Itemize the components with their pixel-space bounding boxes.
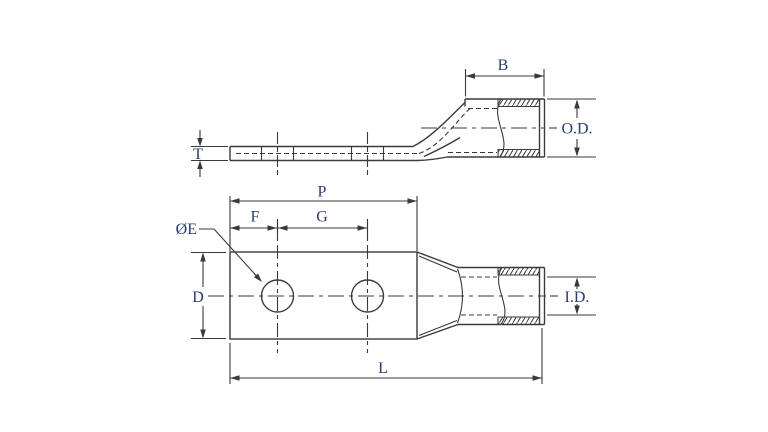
arrowhead-up bbox=[574, 99, 580, 109]
dimension-ID: I.D. bbox=[547, 276, 596, 316]
arrowhead-right bbox=[534, 73, 544, 79]
arrowhead-right bbox=[532, 375, 542, 381]
arrowhead-up bbox=[574, 277, 580, 287]
dimension-D: D bbox=[191, 251, 226, 340]
arrowhead-right bbox=[357, 225, 367, 231]
arrowhead-down bbox=[574, 305, 580, 315]
arrowhead-down bbox=[200, 329, 206, 339]
cone-outer-bottom bbox=[416, 323, 459, 340]
bend-bottom-curve bbox=[416, 156, 448, 162]
arrowhead-left bbox=[465, 73, 475, 79]
dim-label-F: F bbox=[251, 209, 260, 226]
cone-outer-top bbox=[416, 251, 459, 269]
dim-label-E: ØE bbox=[176, 221, 197, 238]
cone-inner-top bbox=[418, 255, 458, 273]
dimension-OD: O.D. bbox=[547, 98, 596, 158]
hatch-band-bottom bbox=[497, 149, 540, 158]
dimension-L: L bbox=[229, 328, 543, 384]
cone-inner-bottom bbox=[418, 319, 458, 337]
hatch-band-bottom bbox=[497, 316, 540, 325]
leader-arrowhead bbox=[253, 273, 262, 282]
arrowhead-up bbox=[197, 160, 203, 169]
callout-hole-diameter: ØE bbox=[176, 221, 262, 282]
dim-label-L: L bbox=[378, 360, 388, 377]
arrowhead-left bbox=[230, 198, 240, 204]
arrowhead-left bbox=[278, 225, 288, 231]
dimension-P: P bbox=[229, 184, 418, 251]
side-view: B O.D. T bbox=[191, 57, 596, 177]
arrowhead-left bbox=[230, 225, 240, 231]
arrowhead-down bbox=[574, 147, 580, 157]
plan-view: P F G ØE bbox=[176, 184, 596, 384]
arrowhead-up bbox=[200, 252, 206, 262]
arrowhead-down bbox=[197, 138, 203, 147]
hatch-band-top bbox=[497, 267, 540, 276]
dimension-T: T bbox=[191, 130, 228, 177]
dim-label-B: B bbox=[498, 57, 509, 74]
dim-label-P: P bbox=[318, 184, 327, 201]
dim-label-G: G bbox=[316, 209, 328, 226]
bend-outer-curve bbox=[412, 101, 466, 148]
dimension-G: G bbox=[278, 209, 367, 231]
dimension-B: B bbox=[464, 57, 545, 97]
cone-barrel-junction-arc bbox=[456, 268, 464, 324]
arrowhead-right bbox=[407, 198, 417, 204]
arrowhead-left bbox=[230, 375, 240, 381]
dim-label-ID: I.D. bbox=[565, 289, 590, 306]
dim-label-OD: O.D. bbox=[561, 121, 592, 138]
bend-hidden-curve bbox=[418, 108, 471, 155]
hatch-band-top bbox=[497, 98, 540, 107]
arrowhead-right bbox=[267, 225, 277, 231]
dim-label-T: T bbox=[193, 146, 203, 163]
dim-label-D: D bbox=[192, 289, 204, 306]
dimension-F: F bbox=[230, 209, 277, 231]
leader-line bbox=[199, 228, 258, 277]
bend-inner-curve bbox=[423, 136, 461, 158]
